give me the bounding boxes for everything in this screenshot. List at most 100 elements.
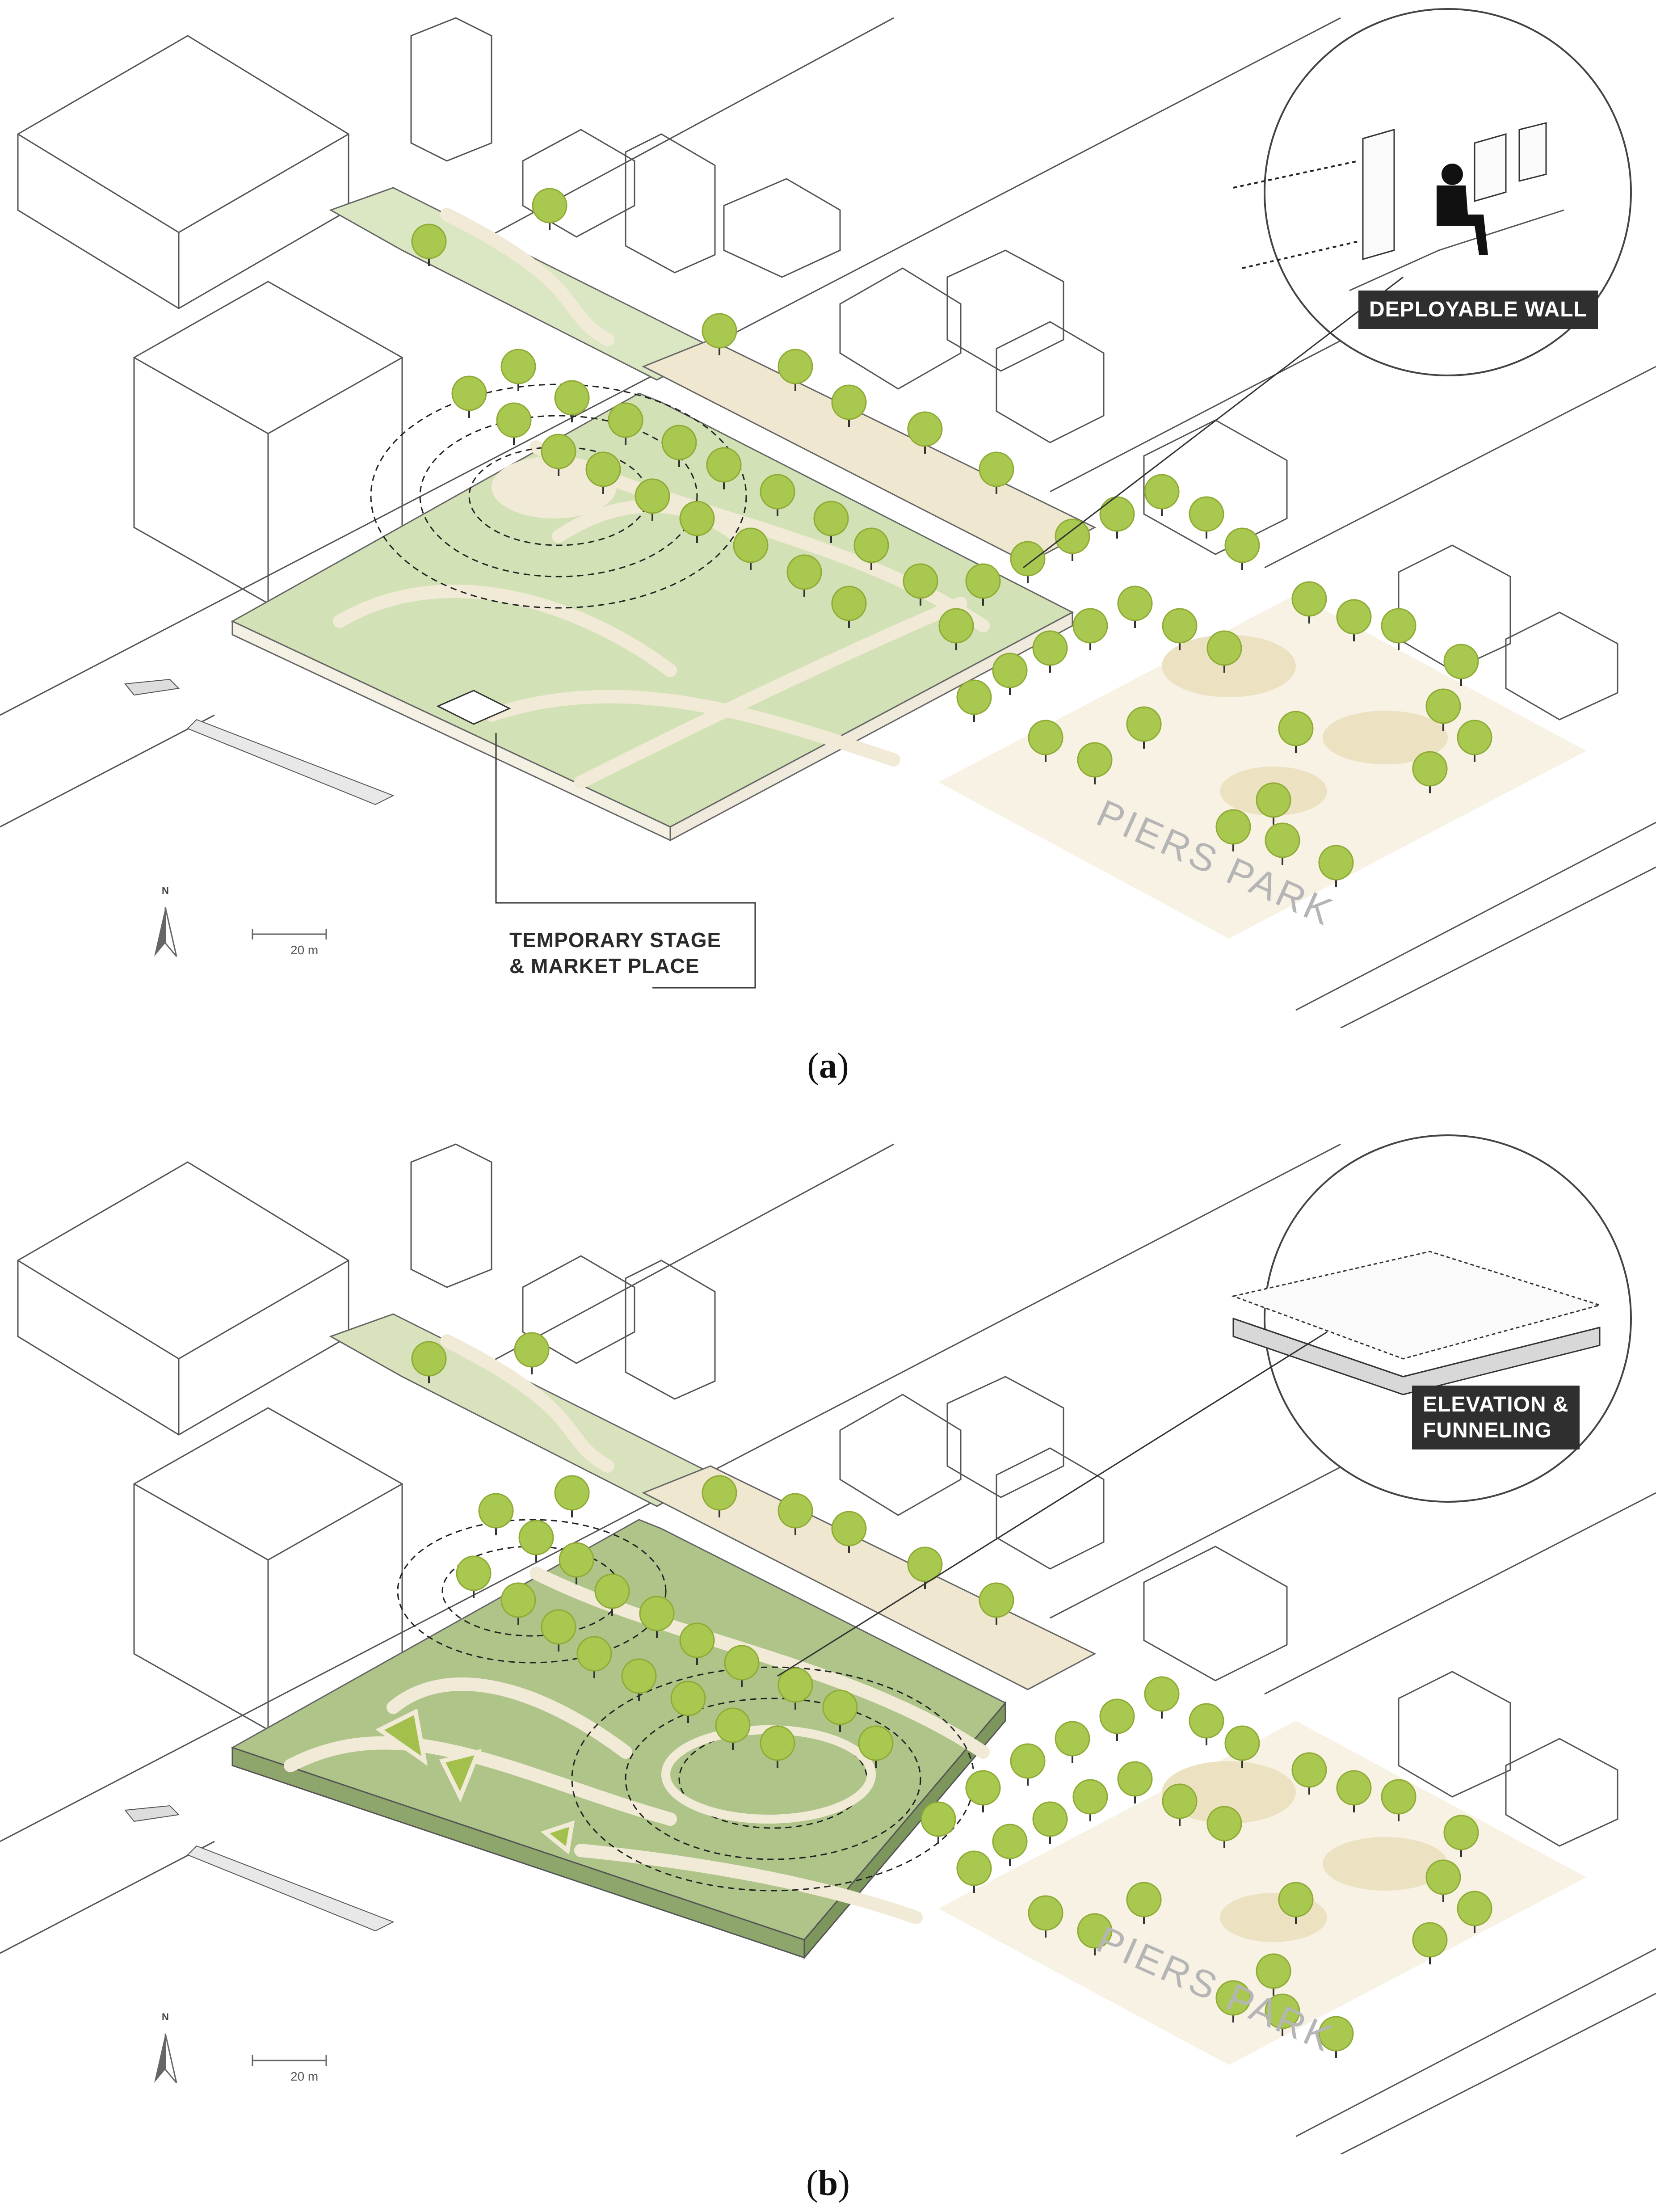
tree-icon: [907, 1546, 943, 1589]
caption-letter-a: a: [819, 1046, 837, 1086]
tree-icon: [1215, 809, 1251, 851]
tree-icon: [1189, 496, 1224, 539]
tree-icon: [1126, 1882, 1162, 1924]
tree-icon: [956, 1850, 992, 1893]
tree-icon: [554, 380, 590, 422]
scale-label: 20 m: [290, 943, 319, 957]
callout-label-elevation-funneling: ELEVATION & FUNNELING: [1412, 1386, 1580, 1450]
tree-icon: [518, 1520, 554, 1562]
tree-icon: [778, 1667, 813, 1710]
tree-icon: [1224, 1725, 1260, 1768]
tree-icon: [822, 1690, 858, 1732]
tree-icon: [478, 1493, 514, 1535]
tree-icon: [1443, 644, 1479, 686]
tree-icon: [853, 527, 889, 570]
tree-icon: [956, 679, 992, 722]
tree-icon: [1144, 474, 1180, 516]
callout-leader-line: [777, 1331, 1328, 1677]
tree-icon: [1291, 581, 1327, 624]
tree-icon: [1381, 1779, 1416, 1821]
tree-icon: [1425, 688, 1461, 731]
tree-icon: [1224, 527, 1260, 570]
tree-icon: [1144, 1676, 1180, 1719]
tree-icon: [760, 474, 795, 516]
tree-icon: [1055, 1721, 1090, 1763]
tree-icon: [500, 1582, 536, 1625]
tree-icon: [1278, 1882, 1314, 1924]
tree-icon: [661, 425, 697, 467]
tree-icon: [576, 1636, 612, 1678]
tree-icon: [706, 447, 742, 489]
caption-letter-b: b: [818, 2164, 838, 2203]
tree-icon: [1278, 711, 1314, 753]
tree-icon: [1265, 822, 1300, 865]
isometric-park-plan-b: [0, 1134, 1656, 2154]
tree-icon: [1336, 599, 1372, 641]
tree-icon: [1412, 1922, 1448, 1964]
scale-bar: [252, 2055, 327, 2066]
tree-icon: [1126, 706, 1162, 749]
tree-icon: [858, 1725, 894, 1768]
caption-a: (a): [807, 1046, 849, 1086]
tree-icon: [903, 563, 938, 606]
tree-icon: [1117, 586, 1153, 628]
tree-icon: [1099, 496, 1135, 539]
tree-icon: [679, 1622, 715, 1665]
callout-leader-line: [1023, 276, 1404, 569]
tree-icon: [1010, 541, 1046, 583]
tree-icon: [1256, 1953, 1291, 1996]
panel-b: N 20 m ELEVATION & FUNNELING PIERS PARK: [0, 1126, 1656, 2154]
north-label: N: [162, 2011, 169, 2022]
tree-icon: [1206, 1806, 1242, 1848]
tree-icon: [920, 1801, 956, 1844]
tree-icon: [979, 1582, 1014, 1625]
tree-icon: [541, 434, 576, 476]
tree-icon: [778, 349, 813, 391]
tree-icon: [1215, 1980, 1251, 2022]
tree-group: [411, 1332, 1492, 2058]
tree-icon: [1291, 1752, 1327, 1795]
tree-icon: [1206, 630, 1242, 673]
stage-leader-line: [495, 733, 756, 989]
tree-icon: [1032, 1801, 1068, 1844]
tree-icon: [724, 1645, 760, 1687]
tree-icon: [1028, 1895, 1063, 1938]
tree-icon: [760, 1725, 795, 1768]
tree-icon: [1162, 1783, 1198, 1826]
tree-icon: [1077, 742, 1113, 784]
tree-icon: [831, 384, 867, 427]
context-buildings: [0, 1143, 1656, 2154]
tree-icon: [831, 1511, 867, 1553]
tree-icon: [715, 1707, 751, 1750]
tree-icon: [608, 402, 643, 445]
tree-icon: [1189, 1703, 1224, 1745]
caption-b: (b): [806, 2164, 850, 2203]
tree-icon: [1336, 1770, 1372, 1812]
north-label: N: [162, 885, 169, 896]
tree-icon: [1381, 608, 1416, 650]
tree-group: [411, 188, 1492, 887]
callout-line1: ELEVATION &: [1423, 1393, 1569, 1416]
callout-label-deployable-wall: DEPLOYABLE WALL: [1358, 291, 1598, 329]
tree-icon: [1425, 1859, 1461, 1902]
tree-icon: [1412, 751, 1448, 793]
callout-line2: FUNNELING: [1423, 1418, 1552, 1442]
tree-icon: [411, 223, 447, 266]
tree-icon: [1318, 845, 1354, 887]
tree-icon: [992, 1824, 1028, 1866]
tree-icon: [554, 1475, 590, 1517]
tree-icon: [778, 1493, 813, 1535]
park-plot-elevated: [124, 1313, 1586, 2065]
tree-icon: [559, 1542, 594, 1584]
tree-icon: [1072, 608, 1108, 650]
tree-icon: [541, 1609, 576, 1652]
tree-icon: [1077, 1913, 1113, 1955]
tree-icon: [1072, 1779, 1108, 1821]
tree-icon: [1318, 2016, 1354, 2058]
tree-icon: [1457, 1891, 1492, 1933]
stage-label-line1: TEMPORARY STAGE: [509, 928, 722, 952]
tree-icon: [500, 349, 536, 391]
tree-icon: [1265, 1993, 1300, 2036]
seated-person-icon: [1437, 164, 1488, 255]
tree-icon: [702, 1475, 737, 1517]
